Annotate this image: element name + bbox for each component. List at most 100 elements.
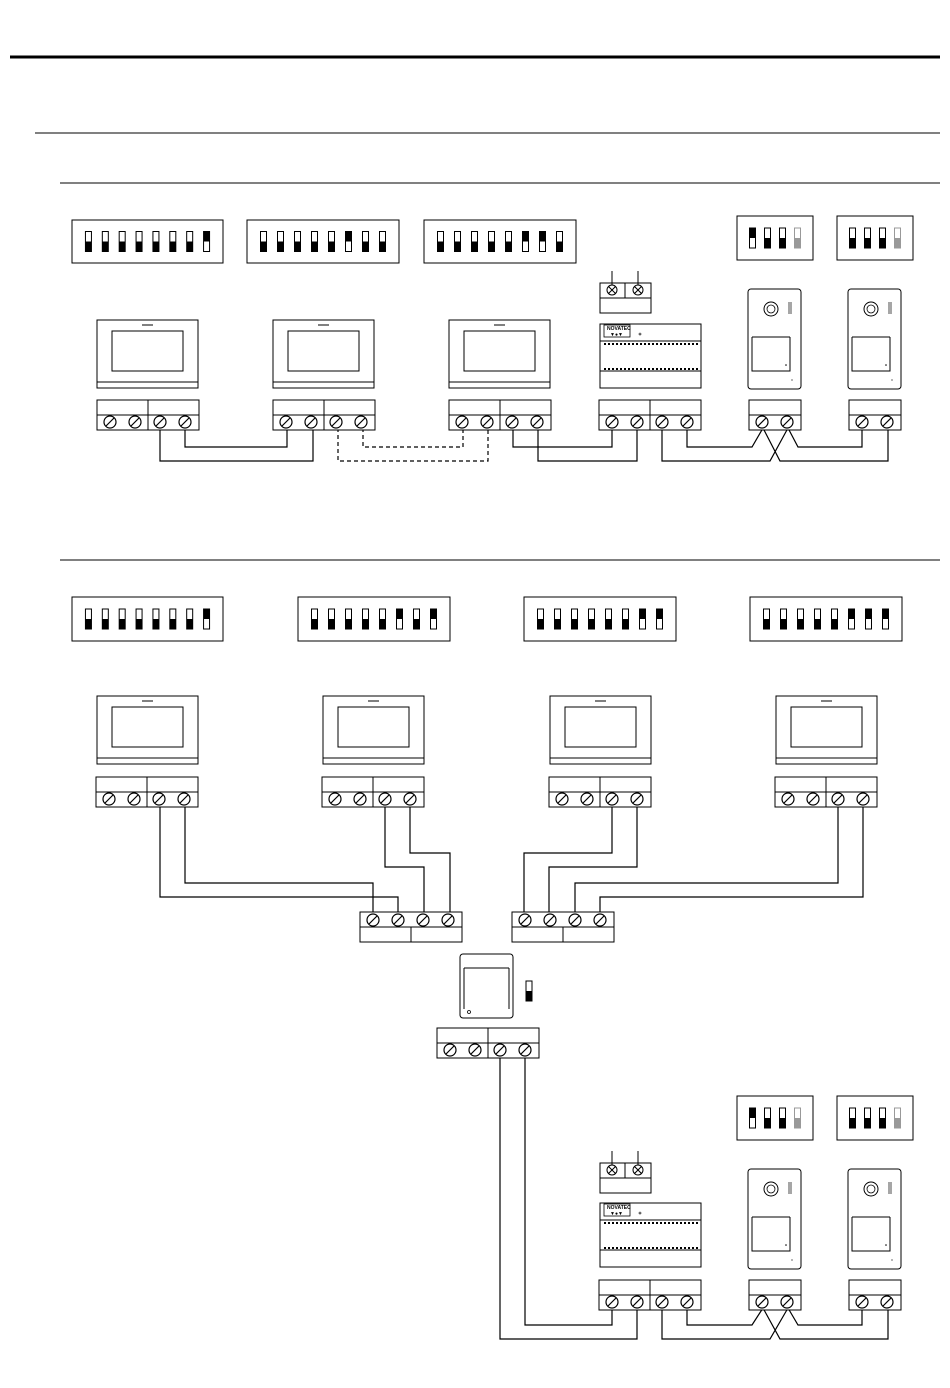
dip-lever-off xyxy=(798,619,804,629)
psu-vent xyxy=(648,368,650,370)
call-button-icon xyxy=(885,364,887,366)
psu-symbols: ▼●▼ xyxy=(610,332,623,338)
psu-vent xyxy=(616,343,618,345)
dip-lever-off xyxy=(557,242,563,252)
psu-vent xyxy=(696,1222,698,1224)
psu-vent xyxy=(680,343,682,345)
psu-vent xyxy=(668,1247,670,1249)
monitor-4-terminals xyxy=(96,777,198,807)
psu-vent xyxy=(684,1222,686,1224)
psu-vent xyxy=(676,368,678,370)
psu-vent xyxy=(640,1222,642,1224)
monitor-screen xyxy=(338,707,409,747)
psu-vent xyxy=(644,1247,646,1249)
dip-switch-monitor-5 xyxy=(298,597,450,641)
psu-vent xyxy=(692,1222,694,1224)
psu-vent xyxy=(696,368,698,370)
dip-switch-frame xyxy=(424,220,576,263)
bus-wire xyxy=(538,428,637,461)
psu-vent xyxy=(644,343,646,345)
psu-vent xyxy=(648,343,650,345)
dip-lever-off xyxy=(85,619,91,629)
monitor-screen xyxy=(791,707,862,747)
psu-vent xyxy=(676,1222,678,1224)
dip-lever-off xyxy=(85,242,91,252)
dip-lever-off xyxy=(765,238,771,248)
dip-lever-off xyxy=(170,242,176,252)
bus-wire xyxy=(763,428,888,461)
bus-wire xyxy=(687,1308,763,1325)
psu-vent xyxy=(604,1247,606,1249)
distributor-switch-lever xyxy=(526,991,532,1001)
dip-lever-off xyxy=(795,1118,801,1128)
psu-vent xyxy=(628,368,630,370)
dip-lever-off xyxy=(329,619,335,629)
bus-wire xyxy=(600,805,863,920)
dip-switch-panel-4 xyxy=(837,1096,913,1140)
dip-switch-monitor-7 xyxy=(750,597,902,641)
dip-lever-on xyxy=(431,609,437,619)
psu-vent xyxy=(664,1247,666,1249)
psu-vent xyxy=(656,1222,658,1224)
monitor-1-terminals xyxy=(97,400,199,430)
psu-vent xyxy=(672,1222,674,1224)
psu-vent xyxy=(660,343,662,345)
panel-led-icon xyxy=(791,1259,792,1260)
dip-switch-frame xyxy=(737,1096,813,1140)
dip-lever-off xyxy=(850,1118,856,1128)
camera-lens-inner xyxy=(867,1185,875,1193)
psu-vent xyxy=(696,1247,698,1249)
psu-vent xyxy=(620,368,622,370)
panel-led-icon xyxy=(891,379,892,380)
psu-vent xyxy=(616,1222,618,1224)
dip-switch-frame xyxy=(837,1096,913,1140)
dip-lever-on xyxy=(657,609,663,619)
dip-lever-off xyxy=(623,619,629,629)
bus-wire xyxy=(160,805,398,920)
psu-vent xyxy=(692,368,694,370)
psu-vent xyxy=(612,368,614,370)
dip-lever-on xyxy=(204,609,210,619)
psu-vent xyxy=(660,1247,662,1249)
panel-3-terminals xyxy=(749,1280,801,1310)
dip-lever-off xyxy=(136,242,142,252)
dip-lever-off xyxy=(880,238,886,248)
bus-wire-optional xyxy=(363,428,463,447)
call-button-icon xyxy=(785,1244,787,1246)
panel-1-terminals xyxy=(749,400,801,430)
psu-vent xyxy=(608,368,610,370)
psu-vent xyxy=(640,1247,642,1249)
psu-vent xyxy=(624,368,626,370)
psu-symbols: ▼●▼ xyxy=(610,1211,623,1217)
psu-vent xyxy=(612,343,614,345)
psu-vent xyxy=(644,1222,646,1224)
psu-vent xyxy=(608,1247,610,1249)
panel-led-icon xyxy=(891,1259,892,1260)
bus-wire xyxy=(513,428,612,447)
bus-wire xyxy=(687,428,763,447)
dip-switch-frame xyxy=(737,216,813,260)
psu-terminals xyxy=(599,400,701,430)
monitor-5-terminals xyxy=(322,777,424,807)
dip-switch-monitor-2 xyxy=(247,220,399,263)
dip-switch-frame xyxy=(247,220,399,263)
dip-lever-off xyxy=(102,619,108,629)
psu-vent xyxy=(680,1222,682,1224)
psu-vent xyxy=(656,1247,658,1249)
dip-lever-off xyxy=(261,242,267,252)
dip-lever-off xyxy=(472,242,478,252)
psu-vent xyxy=(680,368,682,370)
outdoor-panel-3 xyxy=(748,1169,801,1269)
psu-vent xyxy=(612,1222,614,1224)
distributor-body xyxy=(460,954,513,1018)
psu-vent xyxy=(628,1222,630,1224)
indoor-monitor-3 xyxy=(449,320,550,388)
power-supply: NOVATEC▼●▼ xyxy=(600,324,701,388)
psu-vent xyxy=(628,343,630,345)
call-button-icon xyxy=(885,1244,887,1246)
dip-lever-off xyxy=(538,619,544,629)
psu-vent xyxy=(620,343,622,345)
dip-switch-panel-3 xyxy=(737,1096,813,1140)
psu-vent xyxy=(624,343,626,345)
dip-lever-off xyxy=(153,242,159,252)
